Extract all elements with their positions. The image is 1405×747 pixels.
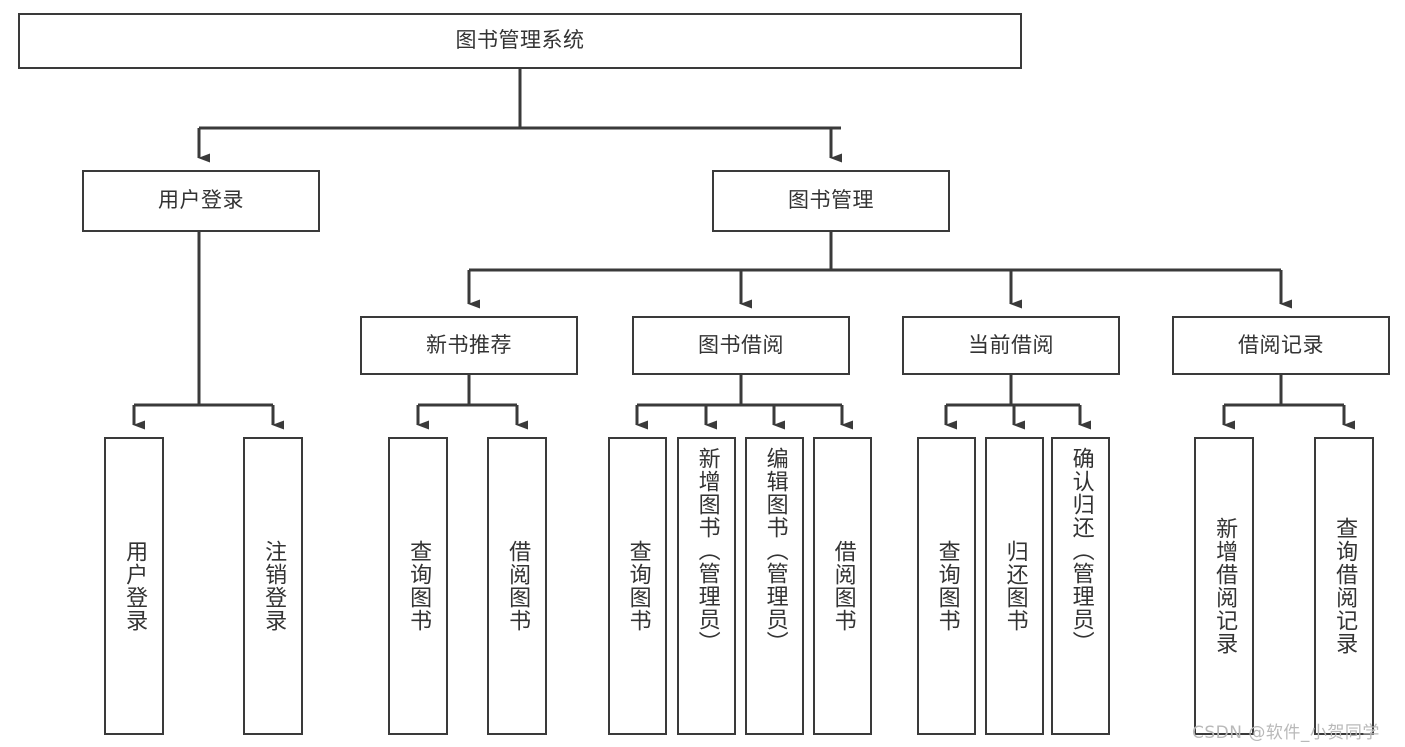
node-book-manage[interactable]: 图书管理 [712, 170, 950, 232]
node-leaf-query-book-current-label: 查询图书 [934, 540, 960, 632]
node-leaf-add-book[interactable]: 新增图书（管理员） [677, 437, 736, 735]
node-leaf-query-book-rec[interactable]: 查询图书 [388, 437, 448, 735]
node-leaf-confirm-return-label: 确认归还（管理员） [1068, 447, 1094, 654]
node-leaf-borrow-book[interactable]: 借阅图书 [813, 437, 872, 735]
node-leaf-user-login[interactable]: 用户登录 [104, 437, 164, 735]
node-new-book-rec-label: 新书推荐 [426, 332, 512, 357]
node-borrow-record-label: 借阅记录 [1238, 332, 1324, 357]
node-leaf-add-record-label: 新增借阅记录 [1212, 517, 1238, 655]
node-leaf-add-book-label: 新增图书（管理员） [694, 447, 720, 654]
node-leaf-query-book-borrow-label: 查询图书 [625, 540, 651, 632]
node-root[interactable]: 图书管理系统 [18, 13, 1022, 69]
node-root-label: 图书管理系统 [455, 28, 585, 53]
node-leaf-query-book-current[interactable]: 查询图书 [917, 437, 976, 735]
csdn-watermark-text: CSDN @软件_小贺同学 [1192, 723, 1380, 743]
node-user-login[interactable]: 用户登录 [82, 170, 320, 232]
node-borrow-record[interactable]: 借阅记录 [1172, 316, 1390, 375]
node-leaf-user-login-label: 用户登录 [122, 540, 148, 632]
node-book-borrow-label: 图书借阅 [698, 332, 784, 357]
node-leaf-query-book-borrow[interactable]: 查询图书 [608, 437, 667, 735]
node-leaf-logout[interactable]: 注销登录 [243, 437, 303, 735]
node-leaf-return-book[interactable]: 归还图书 [985, 437, 1044, 735]
node-leaf-return-book-label: 归还图书 [1002, 540, 1028, 632]
node-book-borrow[interactable]: 图书借阅 [632, 316, 850, 375]
csdn-watermark: CSDN @软件_小贺同学 [1192, 718, 1380, 743]
node-leaf-logout-label: 注销登录 [261, 540, 287, 632]
node-leaf-edit-book-label: 编辑图书（管理员） [762, 447, 788, 654]
node-leaf-query-record-label: 查询借阅记录 [1332, 517, 1358, 655]
node-leaf-borrow-book-rec[interactable]: 借阅图书 [487, 437, 547, 735]
node-leaf-add-record[interactable]: 新增借阅记录 [1194, 437, 1254, 735]
node-leaf-query-book-rec-label: 查询图书 [406, 540, 432, 632]
node-user-login-label: 用户登录 [158, 188, 244, 213]
node-leaf-edit-book[interactable]: 编辑图书（管理员） [745, 437, 804, 735]
node-leaf-borrow-book-label: 借阅图书 [830, 540, 856, 632]
node-leaf-borrow-book-rec-label: 借阅图书 [505, 540, 531, 632]
node-leaf-confirm-return[interactable]: 确认归还（管理员） [1051, 437, 1110, 735]
node-new-book-rec[interactable]: 新书推荐 [360, 316, 578, 375]
node-leaf-query-record[interactable]: 查询借阅记录 [1314, 437, 1374, 735]
node-current-borrow-label: 当前借阅 [968, 332, 1054, 357]
node-book-manage-label: 图书管理 [788, 188, 874, 213]
node-current-borrow[interactable]: 当前借阅 [902, 316, 1120, 375]
